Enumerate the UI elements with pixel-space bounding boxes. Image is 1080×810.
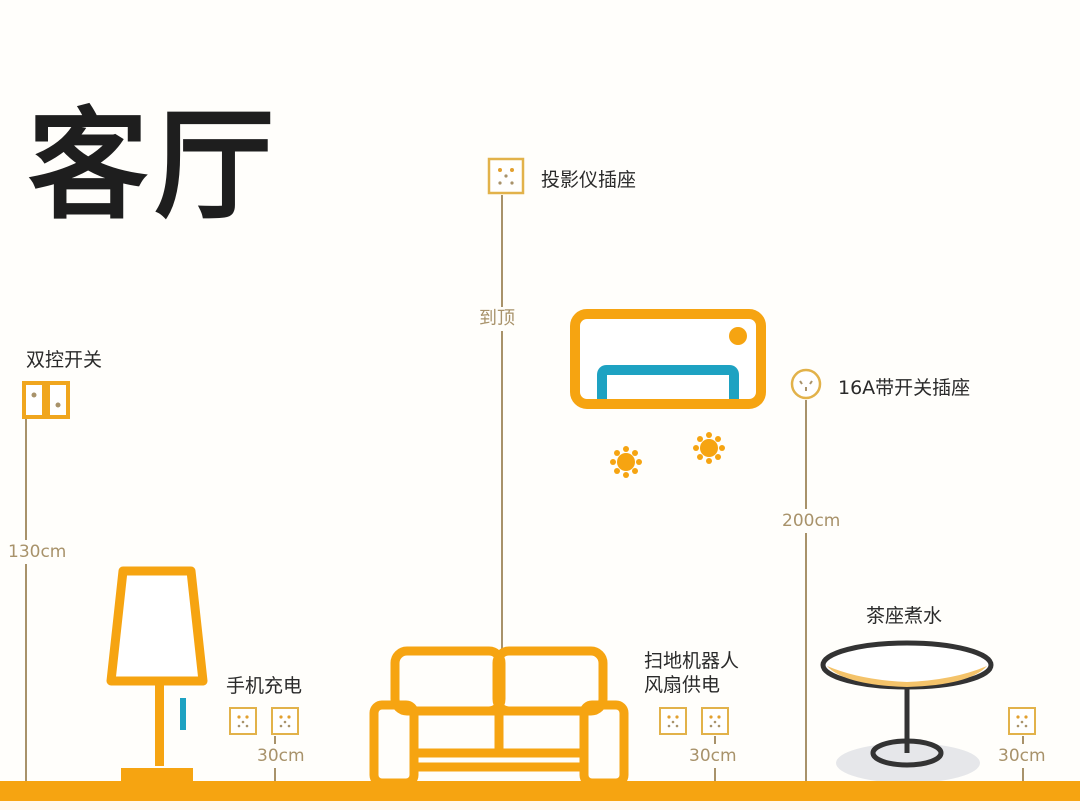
- robot-fan-height: 30cm: [689, 744, 737, 768]
- projector-outlet-icon: [487, 157, 525, 195]
- air-conditioner-icon: [570, 309, 766, 478]
- projector-outlet-label: 投影仪插座: [541, 169, 637, 191]
- tea-table-outlet-icon: [1008, 707, 1036, 735]
- sofa-icon: [369, 646, 629, 788]
- dual-switch-height: 130cm: [8, 540, 67, 564]
- robot-fan-label-line1: 扫地机器人: [644, 650, 740, 672]
- outlet-icon: [229, 707, 257, 735]
- ac-outlet-label: 16A带开关插座: [838, 377, 971, 399]
- tea-table-label: 茶座煮水: [866, 605, 943, 627]
- ac-outlet-height: 200cm: [782, 509, 841, 533]
- round-outlet-icon: [790, 368, 822, 400]
- floor-lamp-icon: [106, 566, 208, 782]
- floor-bar: [0, 781, 1080, 801]
- round-table-icon: [820, 640, 994, 783]
- phone-charging-outlets: [229, 707, 299, 735]
- outlet-icon: [271, 707, 299, 735]
- outlet-icon: [659, 707, 687, 735]
- cold-air-icon: [610, 432, 725, 478]
- page-title: 客厅: [28, 97, 280, 236]
- ac-outlet-measure-line: [805, 400, 807, 781]
- phone-charging-label: 手机充电: [226, 675, 303, 697]
- robot-fan-label-line2: 风扇供电: [644, 674, 721, 696]
- phone-charging-height: 30cm: [257, 744, 305, 768]
- projector-measure-line: [501, 195, 503, 655]
- dual-switch-icon: [22, 381, 70, 419]
- projector-height: 到顶: [479, 307, 515, 331]
- dual-switch-label: 双控开关: [26, 349, 103, 371]
- tea-table-height: 30cm: [998, 744, 1046, 768]
- floor-bottom-strip: [0, 801, 1080, 810]
- robot-fan-outlets: [659, 707, 729, 735]
- outlet-icon: [701, 707, 729, 735]
- dual-switch-measure-line: [25, 419, 27, 781]
